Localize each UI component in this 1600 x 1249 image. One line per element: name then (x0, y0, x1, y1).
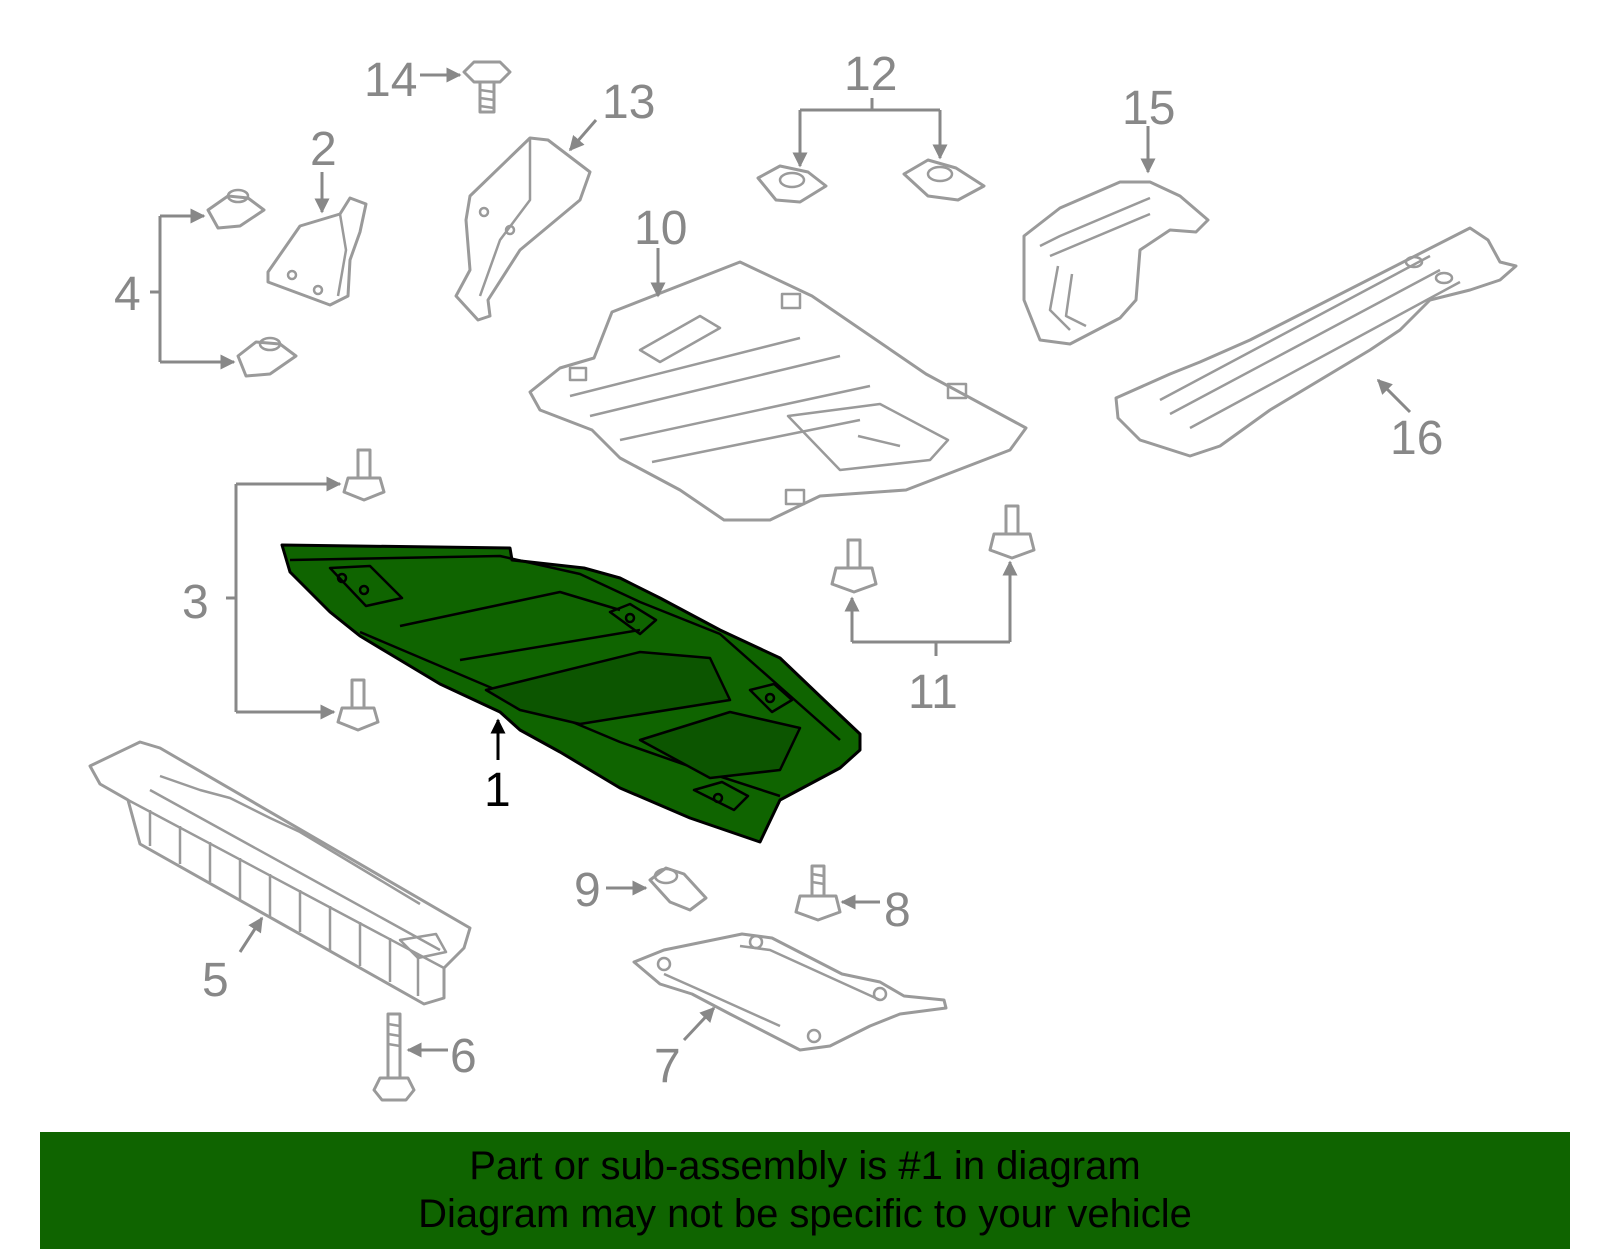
leader-11-bar (852, 640, 1010, 656)
leader-5 (238, 916, 264, 953)
banner-line-disclaimer: Diagram may not be specific to your vehi… (418, 1192, 1192, 1236)
callout-8: 8 (884, 884, 911, 937)
part-3-bolt-upper (342, 448, 386, 502)
part-11-bolt-right (988, 504, 1036, 560)
part-12-nut-right (902, 158, 986, 202)
callout-13: 13 (602, 76, 655, 129)
part-9-clip (648, 866, 708, 912)
part-14-bolt (462, 60, 512, 114)
part-1-skid-plate-highlighted (280, 543, 862, 844)
part-12-nut-left (756, 164, 828, 204)
callout-14: 14 (364, 54, 417, 107)
part-16-long-shield (1114, 226, 1518, 458)
callout-3: 3 (182, 576, 209, 629)
part-10-shield (528, 260, 1028, 522)
callout-16: 16 (1390, 412, 1443, 465)
part-3-bolt-lower (336, 678, 380, 732)
leader-4-bracket (150, 216, 162, 362)
callout-10: 10 (634, 202, 687, 255)
part-13-bracket (454, 136, 592, 322)
callout-6: 6 (450, 1030, 477, 1083)
part-7-plate (632, 932, 948, 1052)
part-2-bracket (266, 196, 368, 307)
leader-16 (1376, 378, 1412, 414)
callout-9: 9 (574, 864, 601, 917)
callout-11: 11 (908, 666, 958, 719)
part-6-long-bolt (372, 1012, 416, 1102)
part-4-clip-lower (236, 336, 298, 378)
part-15-heat-shield (1022, 180, 1210, 346)
banner-line-part-number: Part or sub-assembly is #1 in diagram (469, 1144, 1141, 1188)
info-banner: Part or sub-assembly is #1 in diagram Di… (40, 1132, 1570, 1249)
callout-12: 12 (844, 48, 897, 101)
leader-3-bar (226, 484, 238, 712)
leader-12-bar (800, 98, 940, 112)
callout-15: 15 (1122, 82, 1175, 135)
callout-2: 2 (310, 123, 337, 176)
part-5-crossmember (88, 740, 472, 1006)
part-4-clip-upper (206, 188, 266, 230)
parts-diagram: 1 2 3 4 5 6 7 8 9 10 11 12 13 14 15 16 (88, 48, 1518, 1102)
callout-1: 1 (484, 764, 511, 817)
callout-5: 5 (202, 954, 229, 1007)
callout-7: 7 (654, 1040, 681, 1093)
leader-13 (568, 119, 598, 152)
callout-4: 4 (114, 268, 141, 321)
part-11-bolt-left (830, 538, 878, 594)
part-8-bolt (794, 864, 842, 922)
leader-7 (682, 1006, 716, 1042)
